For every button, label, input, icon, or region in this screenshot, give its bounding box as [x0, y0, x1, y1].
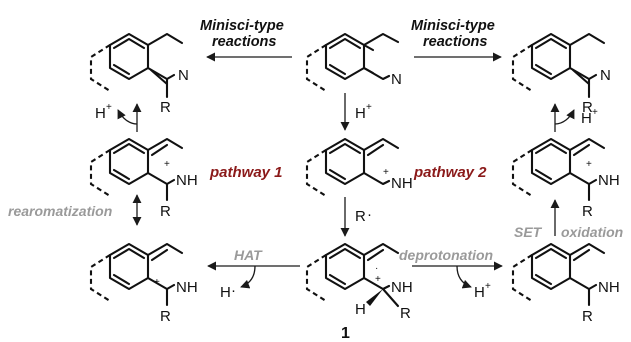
radical-bottom-right: · NH R — [511, 242, 620, 325]
product-top-left: N R — [89, 32, 189, 116]
atom-R-mid-right: R — [582, 203, 593, 220]
reagent-R-radical-dot: · — [367, 206, 372, 223]
label-minisci-right-1: Minisci-type — [411, 18, 495, 34]
atom-R-mid-left: R — [160, 203, 171, 220]
cation-middle-left: + NH R — [89, 137, 198, 220]
reagent-H-protonation: H — [355, 105, 366, 122]
atom-R-right: R — [582, 99, 593, 116]
label-minisci-left-2: reactions — [212, 34, 276, 50]
atom-NH-bottom-right: NH — [598, 279, 620, 296]
isoquinolinium-center: + NH — [305, 137, 413, 197]
atom-N-right: N — [600, 67, 611, 84]
reagent-H-atom: H — [220, 284, 231, 301]
radical-dot-1: · — [375, 263, 378, 274]
reagent-H-right: H — [581, 110, 592, 127]
reagent-H-left: H — [95, 105, 106, 122]
atom-R-1: R — [400, 305, 411, 322]
charge-plus-1: + — [375, 274, 381, 285]
curved-arrow-H-atom — [240, 265, 256, 289]
reagent-H-atom-dot: · — [231, 282, 236, 299]
reagent-H-protonation-charge: + — [366, 102, 372, 113]
label-rearomatization: rearomatization — [8, 203, 112, 219]
label-set: SET — [514, 224, 543, 240]
atom-R-left: R — [160, 99, 171, 116]
product-top-right: N R — [511, 32, 611, 116]
label-pathway-1: pathway 1 — [209, 164, 283, 181]
reagent-R-radical: R — [355, 208, 366, 225]
atom-NH-right: NH — [598, 172, 620, 189]
label-deprotonation: deprotonation — [399, 247, 493, 263]
isoquinoline-top-center: N — [305, 32, 402, 92]
radical-dot-bottom-right: · — [575, 277, 578, 288]
atom-NH-center: NH — [391, 175, 413, 192]
charge-plus-bottom-left: + — [154, 277, 160, 288]
atom-NH-left: NH — [176, 172, 198, 189]
cation-middle-right: + NH R — [511, 137, 620, 220]
atom-H-1: H — [355, 301, 366, 318]
charge-plus-right: + — [586, 159, 592, 170]
reagent-H-deprot-charge: + — [485, 281, 491, 292]
reagent-H-deprot: H — [474, 284, 485, 301]
atom-NH-1: NH — [391, 279, 413, 296]
atom-N-top: N — [391, 71, 402, 88]
label-minisci-right-2: reactions — [423, 34, 487, 50]
reagent-H-right-charge: + — [592, 107, 598, 118]
compound-number-1: 1 — [341, 325, 350, 342]
label-oxidation: oxidation — [561, 224, 623, 240]
radical-cation-1: + · NH H R 1 — [305, 242, 413, 342]
curved-arrow-H-right — [554, 109, 575, 125]
charge-plus-left: + — [164, 159, 170, 170]
atom-R-bottom-right: R — [582, 308, 593, 325]
atom-R-bottom-left: R — [160, 308, 171, 325]
curved-arrow-H-bottom-right — [456, 265, 472, 289]
label-minisci-left-1: Minisci-type — [200, 18, 284, 34]
atom-NH-bottom-left: NH — [176, 279, 198, 296]
reagent-H-left-charge: + — [106, 102, 112, 113]
charge-plus-center: + — [383, 167, 389, 178]
label-hat: HAT — [234, 247, 263, 263]
label-pathway-2: pathway 2 — [413, 164, 487, 181]
curved-arrow-H-left — [117, 109, 138, 125]
cation-bottom-left: + NH R — [89, 242, 198, 325]
atom-N-left: N — [178, 67, 189, 84]
